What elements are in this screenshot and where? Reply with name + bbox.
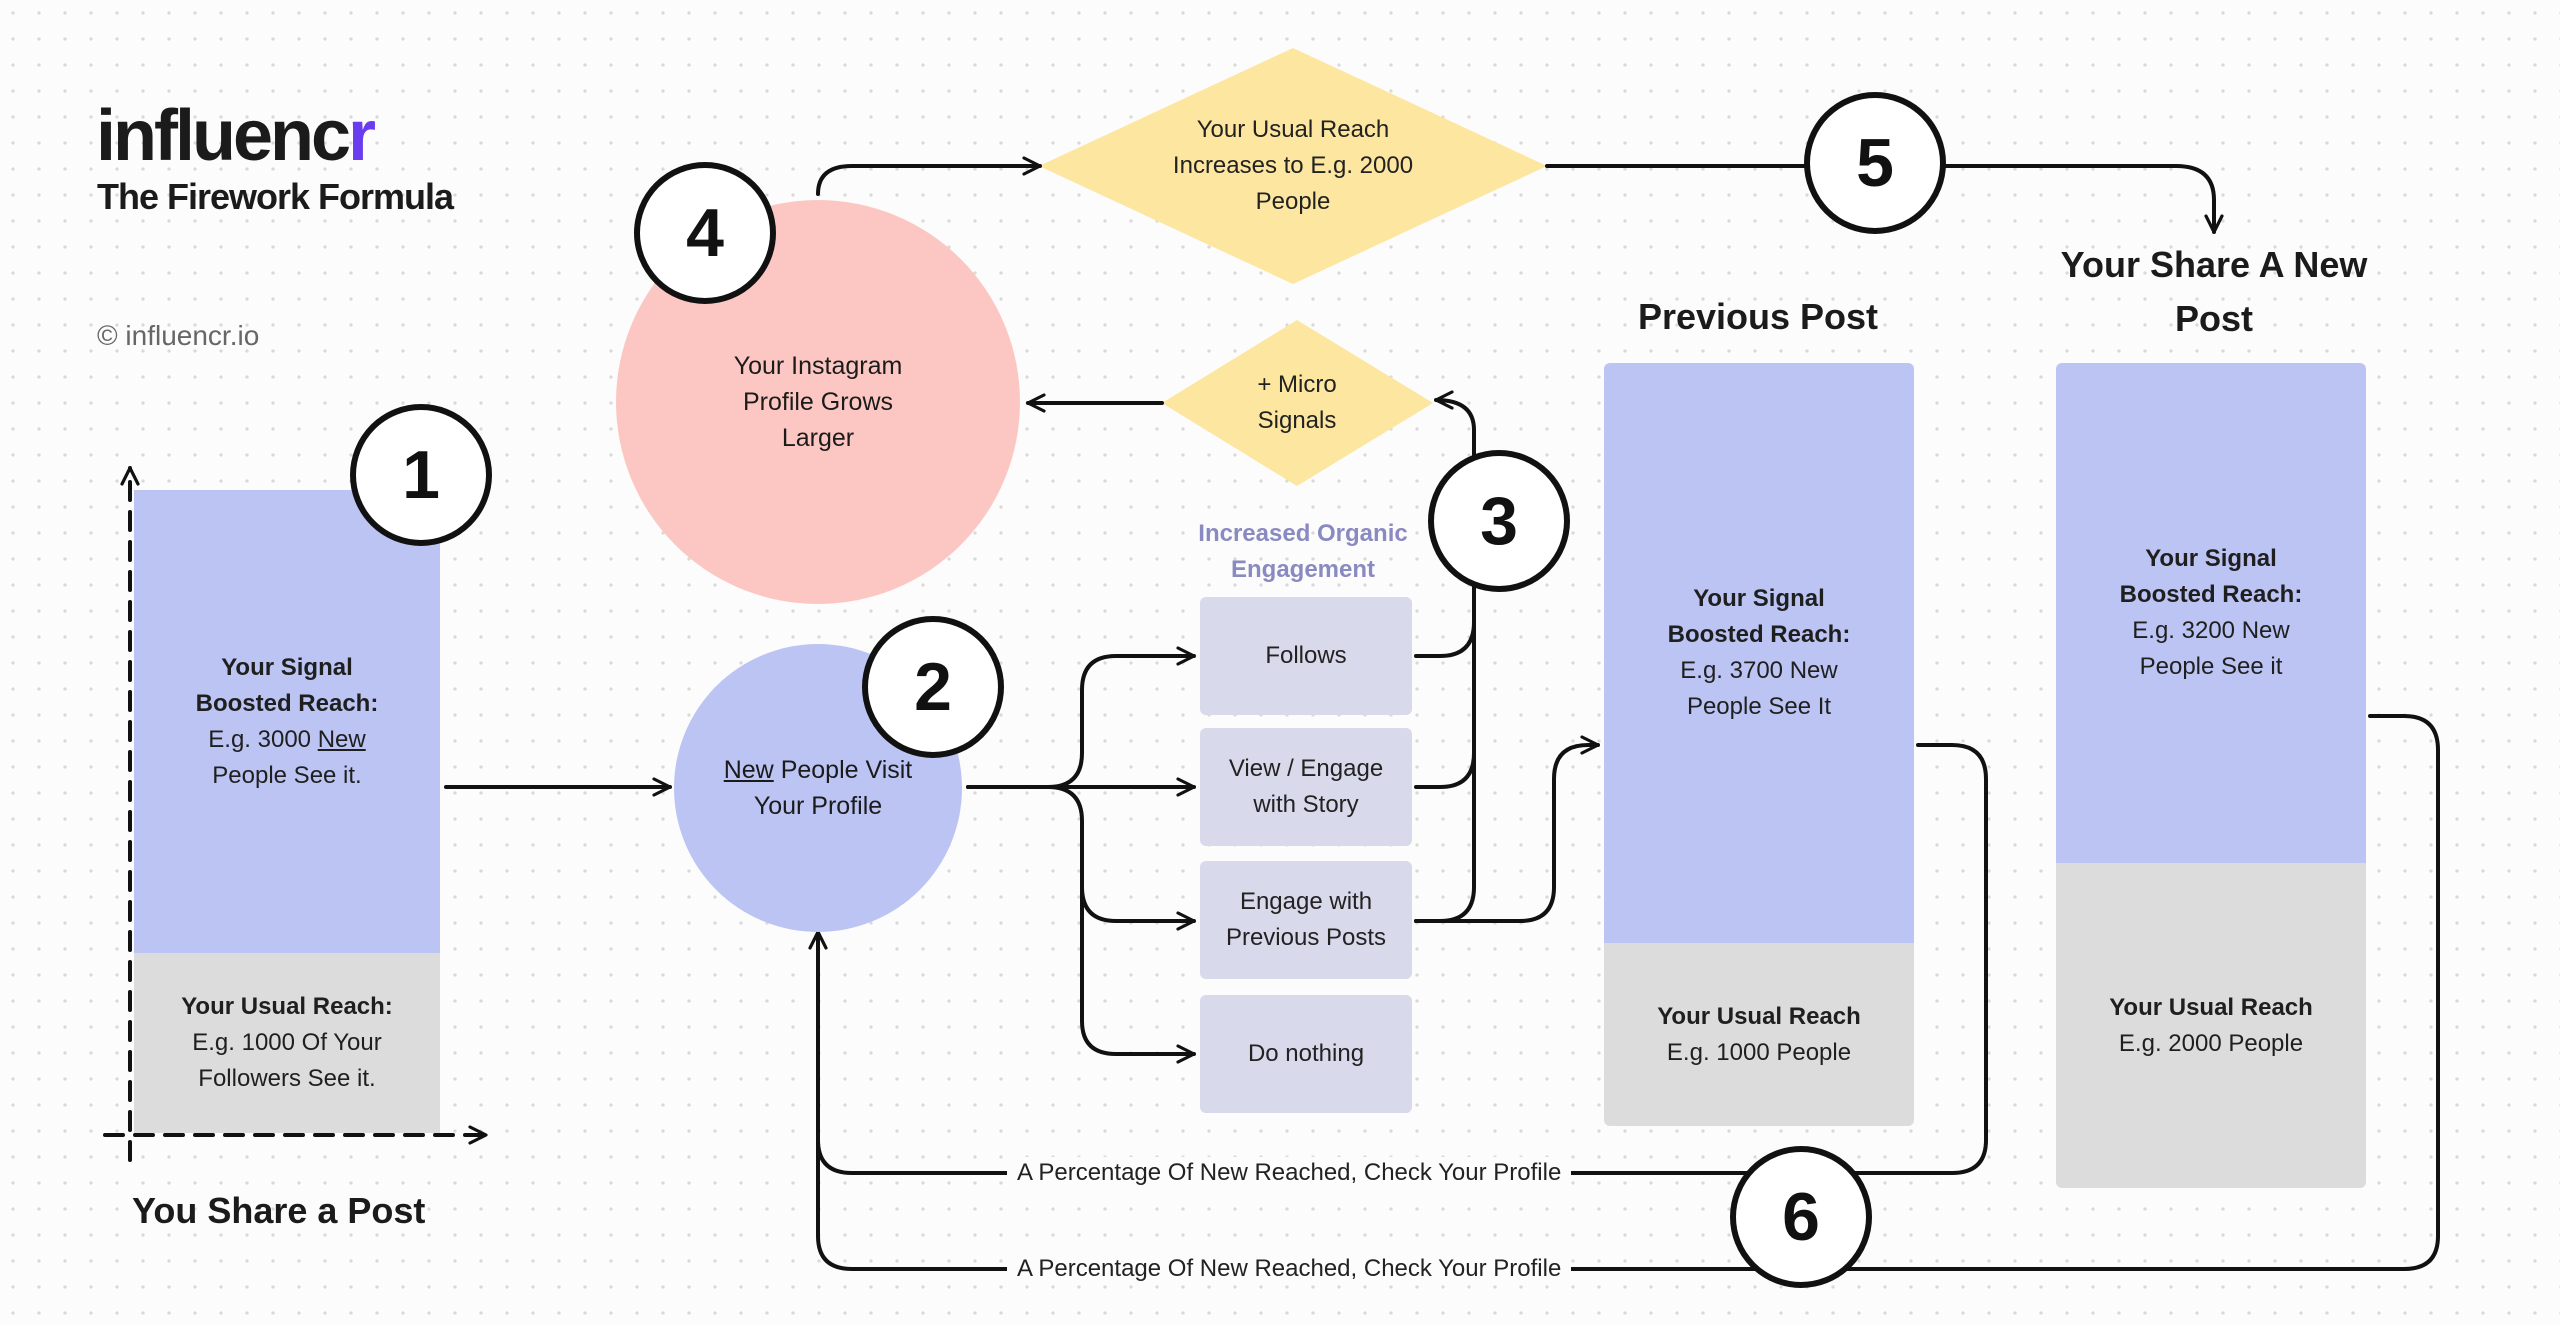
previous-post-signal-title: Your Signal Boosted Reach: xyxy=(1667,585,1851,648)
step-number-6: 6 xyxy=(1730,1146,1872,1288)
new-post-usual-bar: Your Usual Reach E.g. 2000 People xyxy=(2056,863,2366,1188)
new-post-signal-title: Your Signal Boosted Reach: xyxy=(2119,545,2303,608)
step-number-1: 1 xyxy=(350,404,492,546)
action-engage-previous: Engage with Previous Posts xyxy=(1200,861,1412,979)
reach-increase-diamond xyxy=(1039,48,1547,284)
micro-signals-diamond xyxy=(1162,320,1433,486)
feedback-label-new: A Percentage Of New Reached, Check Your … xyxy=(1007,1253,1572,1285)
feedback-loop-previous-post xyxy=(808,743,1988,1175)
step-number-5: 5 xyxy=(1804,92,1946,234)
feedback-loop-new-post xyxy=(816,714,2440,1271)
arrow-reach-to-new-post xyxy=(1545,164,2224,234)
step-number-4: 4 xyxy=(634,162,776,304)
step-number-2: 2 xyxy=(862,616,1004,758)
arrow-visit-to-nothing xyxy=(1080,885,1196,1064)
brand-logo: influencr xyxy=(96,96,376,176)
arrow-to-previous-post xyxy=(1414,735,1600,923)
new-post-usual-body: E.g. 2000 People xyxy=(2118,1029,2304,1057)
previous-post-usual-bar: Your Usual Reach E.g. 1000 People xyxy=(1604,943,1914,1126)
engagement-title: Increased Organic Engagement xyxy=(1198,520,1408,583)
new-post-usual-title: Your Usual Reach xyxy=(2109,993,2313,1021)
copyright-text: © influencr.io xyxy=(97,320,260,351)
post1-usual-reach-bar: Your Usual Reach: E.g. 1000 Of Your Foll… xyxy=(134,953,440,1133)
arrow-follows-up xyxy=(1414,598,1476,658)
arrow-story-up xyxy=(1414,598,1476,789)
post1-usual-body: E.g. 1000 Of Your Followers See it. xyxy=(192,1029,382,1092)
post1-signal-body: E.g. 3000 New People See it. xyxy=(208,725,366,789)
previous-post-heading: Previous Post xyxy=(1637,296,1879,337)
brand-logo-accent: r xyxy=(348,96,376,176)
new-post-heading: Your Share A New Post xyxy=(2060,244,2368,339)
post1-signal-title: Your Signal Boosted Reach: xyxy=(195,653,379,717)
arrow-to-micro-signals xyxy=(1434,390,1476,602)
previous-post-usual-title: Your Usual Reach xyxy=(1657,1002,1861,1030)
reach-increase-text: Your Usual Reach Increases to E.g. 2000 … xyxy=(1172,116,1414,215)
profile-grows-text: Your Instagram Profile Grows Larger xyxy=(733,352,903,452)
new-post-signal-bar: Your Signal Boosted Reach: E.g. 3200 New… xyxy=(2056,363,2366,863)
visit-profile-text: New People Visit Your Profile xyxy=(723,756,913,820)
page-subtitle: The Firework Formula xyxy=(97,176,454,217)
action-follows: Follows xyxy=(1200,597,1412,715)
post1-label: You Share a Post xyxy=(132,1190,426,1231)
previous-post-usual-body: E.g. 1000 People xyxy=(1666,1038,1852,1066)
previous-post-signal-body: E.g. 3700 New People See It xyxy=(1680,657,1838,720)
micro-signals-text: + Micro Signals xyxy=(1257,371,1337,434)
arrow-profile-to-reach xyxy=(816,156,1042,196)
post1-signal-reach-bar: Your Signal Boosted Reach: E.g. 3000 New… xyxy=(134,490,440,953)
post1-usual-title: Your Usual Reach: xyxy=(181,993,393,1020)
previous-post-signal-bar: Your Signal Boosted Reach: E.g. 3700 New… xyxy=(1604,363,1914,943)
action-story: View / Engage with Story xyxy=(1200,728,1412,846)
step-number-3: 3 xyxy=(1428,450,1570,592)
feedback-label-previous: A Percentage Of New Reached, Check Your … xyxy=(1007,1157,1572,1189)
new-post-signal-body: E.g. 3200 New People See it xyxy=(2132,617,2290,680)
arrow-visit-to-previous xyxy=(1046,785,1196,931)
action-do-nothing: Do nothing xyxy=(1200,995,1412,1113)
